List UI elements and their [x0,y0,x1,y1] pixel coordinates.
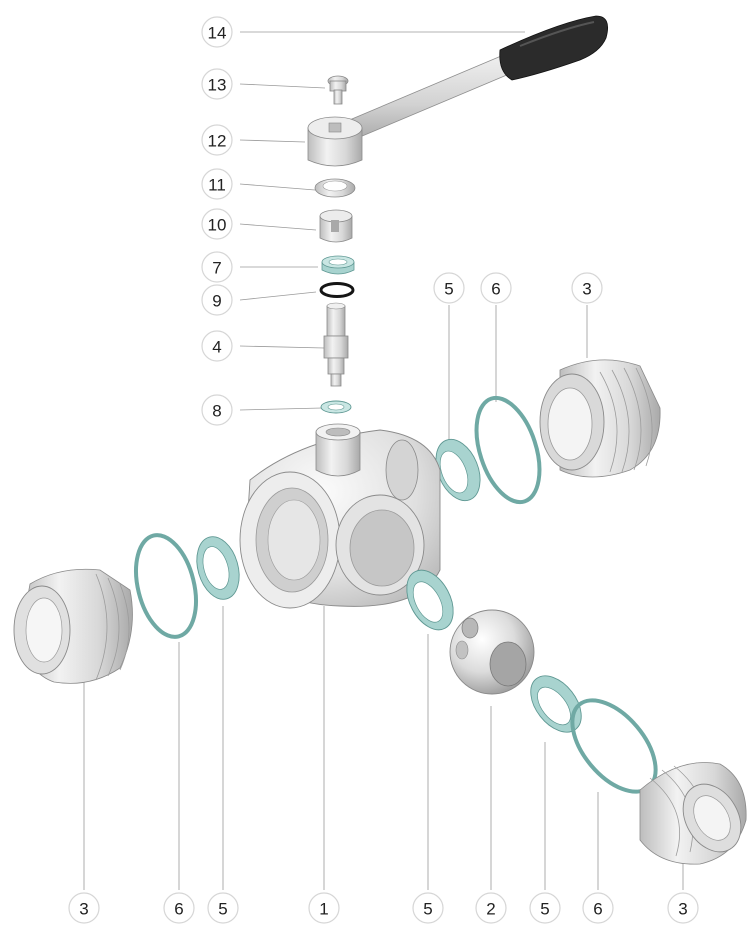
callout-valve-body: 1 [308,892,340,924]
callout-number: 8 [212,402,221,421]
callout-ring [201,168,233,200]
lever-hub [307,116,363,167]
callout-ring [433,272,465,304]
callout-ring [582,892,614,924]
callout-number: 5 [218,900,227,919]
callout-number: 5 [444,280,453,299]
callout-number: 6 [174,900,183,919]
lever-screw [327,75,349,105]
stem-seal [321,255,355,275]
callout-ring [68,892,100,924]
seat-ring-front [406,569,454,631]
callout-ball: 2 [475,892,507,924]
o-ring-left [134,533,198,639]
callout-ring [201,124,233,156]
callout-ring [163,892,195,924]
callout-number: 11 [208,176,226,195]
callout-number: 6 [593,900,602,919]
callout-ring [308,892,340,924]
gland [319,209,353,243]
callout-number: 2 [486,900,495,919]
end-connector-bottom [639,762,747,865]
callout-number: 10 [208,216,227,235]
callout-end-connector-right: 3 [571,272,603,304]
seat-ring-bottom [530,675,582,733]
callout-lever-hub: 12 [201,124,233,156]
lever-grip [499,15,609,81]
valve-body [239,423,441,609]
callout-ring [201,394,233,426]
callout-o-ring-right: 6 [480,272,512,304]
end-connector-right [539,359,661,478]
callout-ring [571,272,603,304]
leader-lines [83,31,684,890]
callout-ring [201,330,233,362]
callout-end-connector-left: 3 [68,892,100,924]
callout-number: 4 [212,338,221,357]
callout-lever-screw: 13 [201,68,233,100]
callout-ring [480,272,512,304]
callout-ring [201,251,233,283]
callout-number: 3 [79,900,88,919]
callout-end-connector-bottom: 3 [667,892,699,924]
o-ring-right [474,395,542,505]
callout-stem: 4 [201,330,233,362]
lever-assembly [339,15,609,143]
stem-o-ring [319,282,355,298]
callout-number: 3 [678,900,687,919]
callout-ring [201,284,233,316]
callout-number: 14 [208,24,227,43]
callout-seat-ring-right: 5 [433,272,465,304]
callout-stem-o-ring: 9 [201,284,233,316]
end-connector-left [13,568,133,684]
stem-washer [320,400,352,414]
callout-ring [475,892,507,924]
callout-seat-ring-left: 5 [207,892,239,924]
callout-number: 12 [208,132,227,151]
callout-ring [201,68,233,100]
callout-ring [201,208,233,240]
stem [323,302,349,387]
seat-ring-left [196,536,240,600]
callout-number: 1 [319,900,328,919]
nut-ring [314,178,356,198]
callout-labels: 14 13 12 11 10 7 9 4 8 5 6 3 3 6 5 1 5 2 5 6 3 [68,16,699,924]
callout-ring [667,892,699,924]
callout-nut-ring: 11 [201,168,233,200]
callout-number: 5 [423,900,432,919]
callout-o-ring-left: 6 [163,892,195,924]
callout-ring [412,892,444,924]
callout-stem-washer: 8 [201,394,233,426]
callout-seat-ring-front: 5 [412,892,444,924]
callout-stem-seal: 7 [201,251,233,283]
callout-o-ring-bottom: 6 [582,892,614,924]
callout-gland: 10 [201,208,233,240]
callout-ring [201,16,233,48]
callout-number: 7 [212,259,221,278]
callout-ring [207,892,239,924]
seat-ring-right [435,438,481,502]
callout-number: 13 [208,76,227,95]
callout-seat-ring-bottom: 5 [529,892,561,924]
callout-number: 3 [582,280,591,299]
callout-lever-grip: 14 [201,16,233,48]
callout-number: 5 [540,900,549,919]
ball [449,609,535,695]
callout-number: 6 [491,280,500,299]
callout-ring [529,892,561,924]
callout-number: 9 [212,292,221,311]
